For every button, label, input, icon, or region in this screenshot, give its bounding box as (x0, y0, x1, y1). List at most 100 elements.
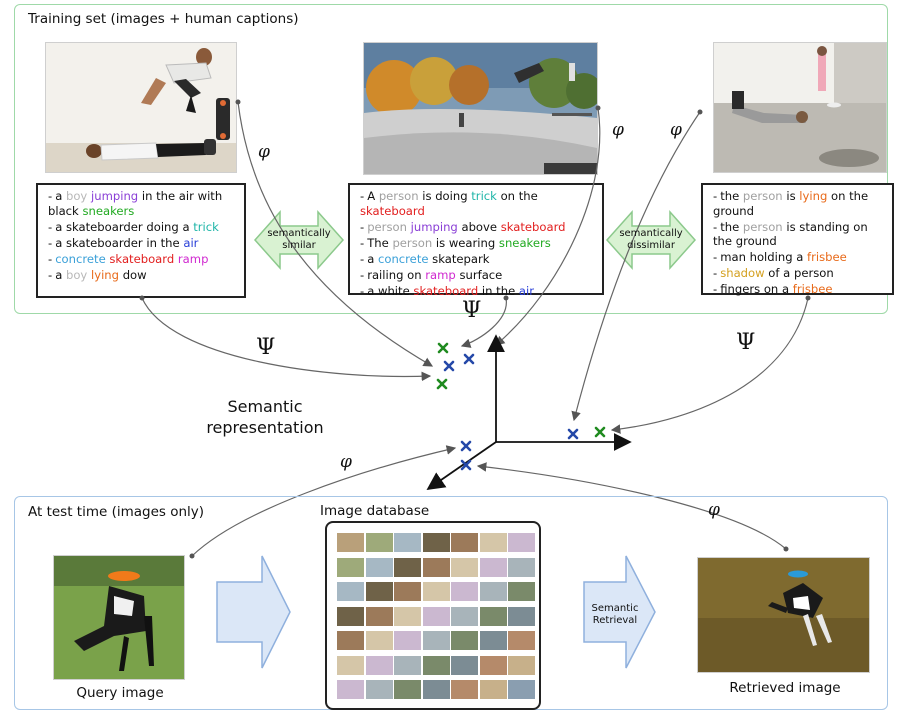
retrieved-image (697, 557, 870, 673)
caption-line: -a skateboarder doing a trick (48, 219, 219, 234)
caption-line: -a concrete skatepark (360, 251, 490, 266)
caption-word: man holding a (720, 250, 808, 264)
caption-word: sneakers (498, 235, 551, 250)
database-thumbnail (508, 631, 535, 650)
caption-word: boy (65, 189, 88, 203)
caption-word: frisbee (792, 282, 833, 296)
caption-line: -railing on ramp surface (360, 267, 503, 282)
training-set-panel (14, 4, 888, 314)
database-thumbnail (479, 680, 507, 699)
database-thumbnail (479, 606, 507, 626)
caption-word: frisbee (807, 250, 847, 264)
caption-word: lying (91, 267, 120, 282)
caption-line: -a boy jumping in the air with black sne… (48, 189, 223, 218)
caption-word: concrete (377, 251, 429, 266)
caption-word: skateboard (500, 219, 566, 234)
database-thumbnail (337, 582, 364, 601)
database-thumbnail (451, 533, 478, 552)
database-thumbnail (479, 582, 507, 601)
database-thumbnail (337, 631, 364, 650)
caption-word: person (367, 219, 407, 234)
caption-word: ramp (177, 251, 209, 266)
query-to-database-arrow (216, 555, 291, 669)
database-thumbnail (394, 631, 421, 650)
caption-word: a white (367, 283, 414, 298)
database-thumbnail (365, 655, 393, 675)
caption-line: -man holding a frisbee (713, 250, 847, 264)
database-thumbnail (337, 606, 364, 626)
semantic-retrieval-arrow (583, 555, 656, 669)
phi-symbol-image-1: φ (258, 142, 270, 162)
phi-symbol-image-3: φ (670, 120, 682, 140)
caption-word: a (55, 189, 66, 203)
caption-word: dow (119, 267, 147, 282)
caption-word: person (392, 235, 433, 250)
database-thumbnail (337, 680, 364, 699)
database-thumbnail (479, 631, 507, 650)
caption-word: fingers on a (720, 282, 793, 296)
caption-word: boy (65, 267, 88, 282)
caption-word: the (720, 219, 743, 234)
caption-line: -The person is wearing sneakers (360, 235, 551, 250)
training-image-skater-jump (45, 42, 237, 173)
database-thumbnail (365, 533, 393, 552)
caption-line: -the person is standing on the ground (713, 219, 868, 249)
database-thumbnail (508, 582, 535, 601)
phi-symbol-retrieved: φ (708, 500, 720, 520)
caption-line: -shadow of a person (713, 266, 834, 280)
psi-symbol-right: Ψ (736, 330, 756, 355)
caption-word: in the air with black (48, 189, 223, 218)
database-thumbnail (394, 582, 421, 601)
database-thumbnail (508, 557, 535, 577)
caption-word: a skateboarder doing a (55, 219, 194, 234)
caption-word: person (742, 219, 783, 234)
database-thumbnail (422, 557, 450, 577)
psi-symbol-left: Ψ (256, 335, 276, 360)
test-time-title: At test time (images only) (28, 504, 205, 520)
caption-word: of a person (764, 266, 834, 280)
caption-word: is doing (418, 189, 472, 203)
caption-word: jumping (410, 219, 458, 234)
database-thumbnail (365, 606, 393, 626)
caption-word: concrete (55, 251, 106, 266)
caption-word: a skateboarder in the (55, 235, 184, 250)
query-image (53, 555, 185, 680)
database-thumbnail (365, 631, 393, 650)
database-thumbnail (365, 557, 393, 577)
phi-symbol-image-2: φ (612, 120, 624, 140)
caption-word: skatepark (428, 251, 490, 266)
caption-word: jumping (91, 189, 139, 203)
caption-word: skateboard (109, 251, 175, 266)
caption-word: a (55, 267, 66, 282)
database-thumbnail (394, 655, 421, 675)
database-thumbnail (479, 557, 507, 577)
caption-word: person (742, 189, 783, 203)
caption-word: lying (799, 189, 828, 203)
database-thumbnail (508, 655, 535, 675)
image-database-label: Image database (320, 503, 430, 519)
caption-line: -A person is doing trick on the skateboa… (360, 189, 538, 218)
image-database-grid (325, 521, 541, 710)
database-thumbnail (451, 631, 478, 650)
caption-word: air (183, 235, 199, 250)
database-thumbnail (394, 557, 421, 577)
caption-word: shadow (720, 266, 765, 280)
database-thumbnail (422, 606, 450, 626)
caption-word: person (378, 189, 419, 203)
database-thumbnail (394, 680, 421, 699)
database-thumbnail (337, 533, 364, 552)
database-thumbnail (337, 557, 364, 577)
caption-word: A (367, 189, 379, 203)
caption-line: -fingers on a frisbee (713, 282, 833, 296)
database-thumbnail (365, 680, 393, 699)
caption-word: is standing on the ground (713, 219, 868, 249)
caption-line: -concrete skateboard ramp (48, 251, 209, 266)
caption-word: air (518, 283, 534, 298)
database-thumbnail (479, 533, 507, 552)
database-thumbnail (508, 606, 535, 626)
caption-word: The (367, 235, 393, 250)
database-thumbnail (394, 533, 421, 552)
